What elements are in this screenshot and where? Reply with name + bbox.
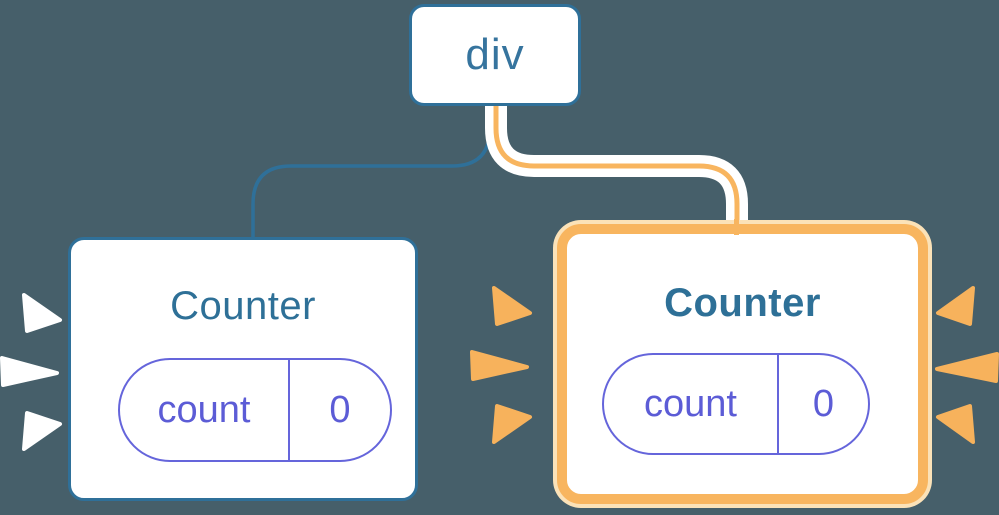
spark-icon (22, 293, 62, 333)
counter-left-title: Counter (170, 284, 316, 328)
node-label: div (465, 30, 525, 79)
spark-icon (935, 352, 999, 383)
edge-highlight-casing (485, 96, 748, 222)
state-value: 0 (288, 360, 390, 460)
edge-parent-to-right-child (493, 96, 740, 236)
render-sparks-left (0, 293, 62, 451)
counter-right-title: Counter (664, 281, 821, 325)
counter-right-highlight-border (557, 224, 928, 504)
render-sparks-right (935, 286, 999, 444)
counter-right-state-pill: count 0 (602, 353, 870, 455)
spark-icon (936, 286, 975, 326)
spark-icon (492, 286, 532, 326)
spark-icon (492, 404, 532, 444)
state-value: 0 (777, 355, 868, 453)
edge-parent-to-left-child (251, 96, 492, 240)
tree-node-div: div (409, 4, 581, 106)
spark-icon (0, 356, 59, 387)
render-sparks-middle (470, 286, 532, 444)
state-key: count (644, 382, 737, 425)
spark-icon (470, 350, 529, 381)
spark-icon (936, 404, 975, 444)
counter-left-state-pill: count 0 (118, 358, 392, 462)
spark-icon (22, 411, 62, 451)
edge-highlight-stub (734, 219, 739, 235)
state-key: count (157, 388, 251, 431)
